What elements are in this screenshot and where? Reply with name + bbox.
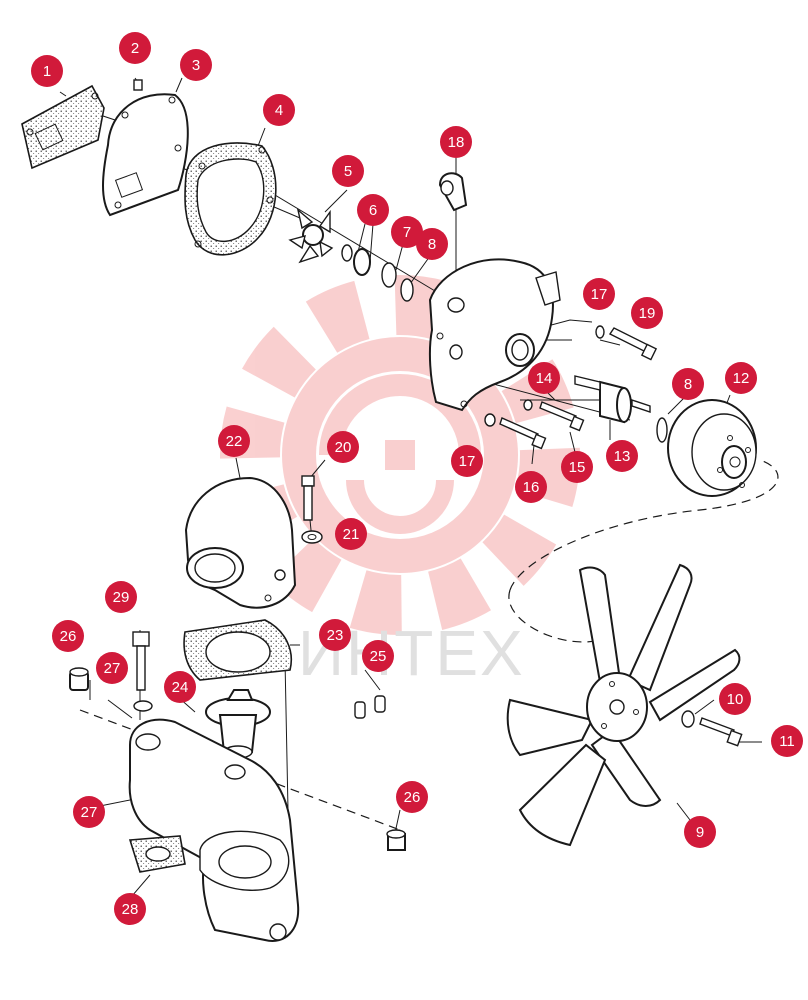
svg-text:17: 17 (591, 286, 608, 303)
part-plug-26-right (386, 829, 406, 851)
callout-20: 20 (327, 431, 359, 463)
svg-text:26: 26 (60, 628, 77, 645)
svg-text:5: 5 (344, 163, 352, 180)
svg-text:7: 7 (403, 224, 411, 241)
callout-1: 1 (31, 55, 63, 87)
callout-15: 15 (561, 451, 593, 483)
svg-text:27: 27 (81, 804, 98, 821)
callout-28: 28 (114, 893, 146, 925)
part-thermostat-housing (184, 476, 297, 609)
part-water-pump-housing (428, 258, 561, 412)
callout-16: 16 (515, 471, 547, 503)
callout-14: 14 (528, 362, 560, 394)
part-bolt-11 (699, 717, 743, 747)
callout-27-bottom: 27 (73, 796, 105, 828)
callout-8-right: 8 (672, 368, 704, 400)
callout-7: 7 (391, 216, 423, 248)
callout-26-left: 26 (52, 620, 84, 652)
svg-text:27: 27 (104, 660, 121, 677)
svg-text:9: 9 (696, 824, 704, 841)
part-pulley (656, 399, 757, 497)
svg-text:8: 8 (684, 376, 692, 393)
callout-5: 5 (332, 155, 364, 187)
svg-text:12: 12 (733, 370, 750, 387)
svg-text:3: 3 (192, 57, 200, 74)
part-shaft-bearing (523, 375, 651, 424)
callout-26-right: 26 (396, 781, 428, 813)
callout-21: 21 (335, 518, 367, 550)
svg-text:11: 11 (779, 733, 795, 750)
svg-text:23: 23 (327, 627, 344, 644)
callout-19: 19 (631, 297, 663, 329)
svg-text:1: 1 (43, 63, 51, 80)
part-gasket-large (184, 142, 277, 256)
svg-text:14: 14 (536, 370, 553, 387)
callout-17-bottom: 17 (451, 445, 483, 477)
callout-12: 12 (725, 362, 757, 394)
part-gasket-small (21, 84, 105, 170)
part-sleeves (354, 695, 386, 719)
part-thermostat-gasket (183, 619, 292, 681)
part-bolt-16 (484, 413, 547, 450)
part-washer-27 (133, 700, 153, 712)
callout-8-top: 8 (416, 228, 448, 260)
part-impeller (288, 208, 334, 264)
svg-text:17: 17 (459, 453, 476, 470)
callout-3: 3 (180, 49, 212, 81)
svg-text:21: 21 (343, 526, 360, 543)
svg-text:13: 13 (614, 448, 631, 465)
svg-text:28: 28 (122, 901, 139, 918)
callout-10: 10 (719, 683, 751, 715)
part-washer-21 (301, 530, 323, 544)
svg-text:16: 16 (523, 479, 540, 496)
callout-23: 23 (319, 619, 351, 651)
svg-text:29: 29 (113, 589, 130, 606)
callouts: 1 2 3 4 5 6 7 8 18 17 19 8 12 14 13 15 1… (31, 32, 803, 925)
part-elbow-fitting (438, 172, 468, 212)
part-bolt-29 (132, 631, 150, 691)
part-plug-26-left (69, 667, 89, 691)
callout-22: 22 (218, 425, 250, 457)
part-bolt-19 (595, 325, 658, 361)
callout-11: 11 (771, 725, 803, 757)
part-bolt-20 (301, 475, 315, 521)
callout-13: 13 (606, 440, 638, 472)
svg-text:24: 24 (172, 679, 189, 696)
part-gasket-28 (128, 835, 186, 873)
part-washer-10 (681, 710, 695, 728)
callout-27-top: 27 (96, 652, 128, 684)
part-screw-small (133, 79, 143, 91)
part-water-manifold (128, 718, 300, 942)
svg-text:15: 15 (569, 459, 586, 476)
part-cover-plate (102, 93, 189, 217)
callout-6: 6 (357, 194, 389, 226)
callout-29: 29 (105, 581, 137, 613)
svg-text:26: 26 (404, 789, 421, 806)
svg-text:4: 4 (275, 102, 283, 119)
svg-text:18: 18 (448, 134, 465, 151)
callout-4: 4 (263, 94, 295, 126)
callout-9: 9 (684, 816, 716, 848)
svg-text:10: 10 (727, 691, 744, 708)
part-bolt-15 (539, 401, 585, 432)
svg-text:2: 2 (131, 40, 139, 57)
svg-text:8: 8 (428, 236, 436, 253)
svg-text:22: 22 (226, 433, 243, 450)
callout-24: 24 (164, 671, 196, 703)
svg-text:20: 20 (335, 439, 352, 456)
svg-text:6: 6 (369, 202, 377, 219)
svg-text:25: 25 (370, 648, 387, 665)
callout-2: 2 (119, 32, 151, 64)
callout-25: 25 (362, 640, 394, 672)
callout-18: 18 (440, 126, 472, 158)
part-fan (506, 563, 741, 847)
svg-text:19: 19 (639, 305, 656, 322)
callout-17-top: 17 (583, 278, 615, 310)
part-seal-set (341, 244, 414, 302)
